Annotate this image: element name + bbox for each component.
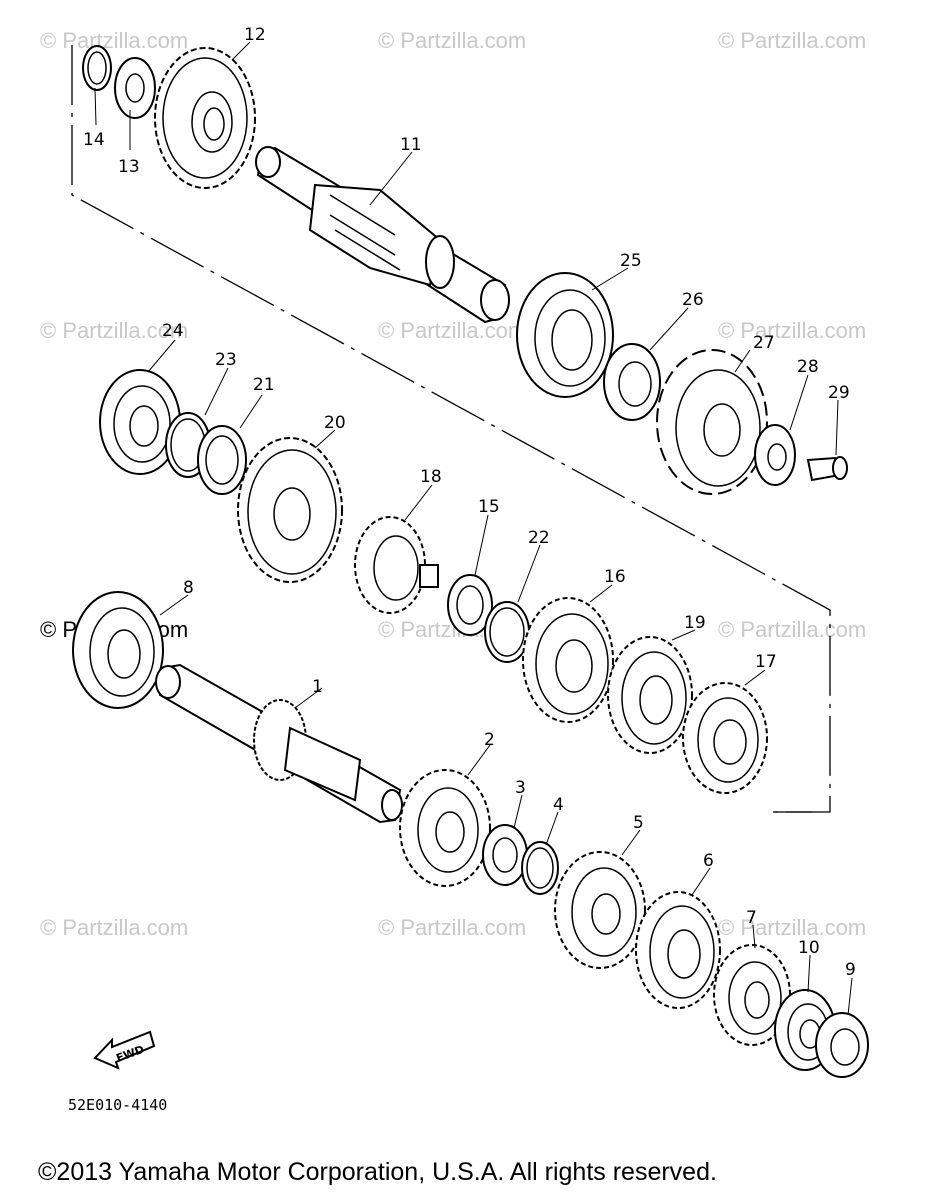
callout-1: 1: [312, 677, 323, 697]
watermark: © Partzilla.com: [40, 915, 188, 940]
watermark: © Partzilla.com: [718, 28, 866, 53]
callout-18: 18: [420, 467, 442, 487]
callout-26: 26: [682, 290, 704, 310]
callout-6: 6: [703, 851, 714, 871]
watermarks: © Partzilla.com © Partzilla.com © Partzi…: [40, 28, 866, 940]
part-27-drive-sprocket: [656, 349, 768, 495]
part-12-gear: [154, 47, 256, 189]
part-2-gear: [399, 769, 491, 887]
watermark: © Partzilla.com: [378, 915, 526, 940]
callout-29: 29: [828, 383, 850, 403]
callout-10: 10: [798, 938, 820, 958]
part-18-gear: [354, 516, 439, 614]
callout-14: 14: [83, 130, 105, 150]
callout-20: 20: [324, 413, 346, 433]
assembly-boundary: [71, 45, 831, 813]
part-8-bearing: [72, 591, 164, 709]
watermark: © Partzilla.com: [718, 318, 866, 343]
callout-15: 15: [478, 497, 500, 517]
part-11-main-axle: [255, 146, 510, 324]
watermark: © Partzilla.com: [40, 318, 188, 343]
part-22-circlip: [484, 601, 530, 663]
callout-4: 4: [553, 795, 564, 815]
part-1-main-shaft: [155, 663, 403, 824]
callout-25: 25: [620, 251, 642, 271]
callout-8: 8: [183, 578, 194, 598]
part-3-washer: [482, 824, 528, 886]
part-13-washer: [114, 57, 156, 119]
part-28-lock-washer: [754, 424, 796, 486]
fwd-arrow: FWD: [93, 1030, 156, 1070]
callout-27: 27: [753, 333, 775, 353]
part-9-oil-seal: [815, 1012, 869, 1078]
part-19-gear: [607, 636, 693, 754]
copyright-notice: ©2013 Yamaha Motor Corporation, U.S.A. A…: [38, 1158, 717, 1186]
part-21-washer: [197, 425, 247, 495]
watermark: © Partzilla.com: [40, 28, 188, 53]
part-16-gear: [522, 597, 614, 723]
leader-lines: [94, 41, 853, 1016]
callout-2: 2: [484, 730, 495, 750]
drive-axle-assembly: [82, 45, 848, 495]
part-5-gear: [554, 851, 646, 969]
callout-21: 21: [253, 375, 275, 395]
diagram-code: 52E010-4140: [68, 1096, 167, 1114]
part-29-bolt: [806, 456, 848, 482]
callout-19: 19: [684, 613, 706, 633]
callout-17: 17: [755, 652, 777, 672]
part-6-gear: [635, 891, 721, 1009]
watermark: © Partzilla.com: [378, 28, 526, 53]
callout-16: 16: [604, 567, 626, 587]
callout-9: 9: [845, 960, 856, 980]
callout-5: 5: [633, 813, 644, 833]
drive-gears-assembly: [99, 369, 768, 794]
part-4-circlip: [521, 841, 559, 895]
callout-12: 12: [244, 25, 266, 45]
callout-3: 3: [515, 778, 526, 798]
main-axle-assembly: [72, 591, 869, 1078]
callout-11: 11: [400, 135, 422, 155]
callout-7: 7: [746, 908, 757, 928]
callout-22: 22: [528, 528, 550, 548]
callout-13: 13: [118, 157, 140, 177]
part-15-washer: [447, 574, 493, 636]
part-25-bearing: [516, 272, 614, 398]
part-20-gear: [237, 437, 343, 583]
callout-labels: 1 2 3 4 5 6 7 8 9 10 11 12 13 14 15 16 1…: [83, 25, 856, 980]
part-14-circlip: [82, 45, 112, 91]
watermark: © Partzilla.com: [718, 617, 866, 642]
callout-24: 24: [162, 321, 184, 341]
part-26-oil-seal: [603, 343, 661, 421]
callout-28: 28: [797, 357, 819, 377]
watermark: © Partzilla.com: [378, 318, 526, 343]
part-17-gear: [682, 682, 768, 794]
part-7-gear: [713, 944, 791, 1046]
watermark: © Partzilla.com: [718, 915, 866, 940]
callout-23: 23: [215, 350, 237, 370]
